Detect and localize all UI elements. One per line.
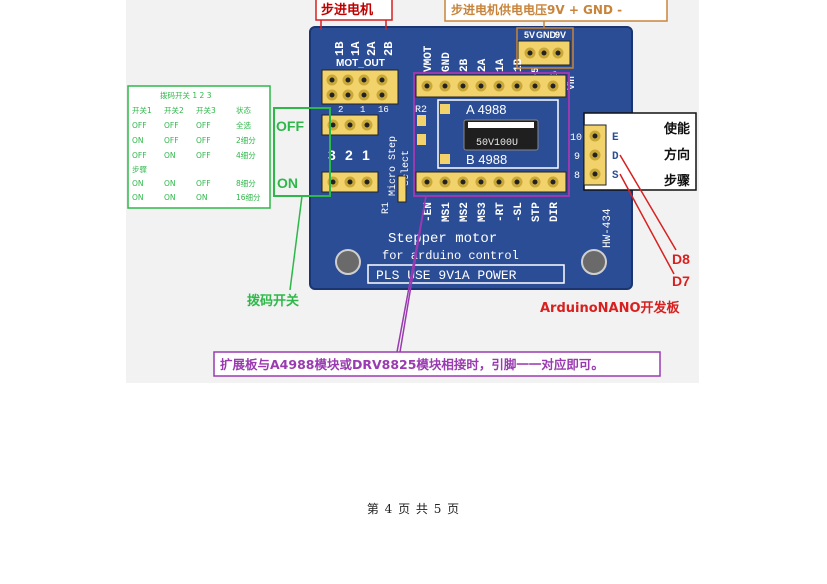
mount-hole	[335, 249, 361, 275]
driver-highlight	[413, 72, 570, 197]
d8-label: D8	[672, 251, 690, 267]
stepper-board: 1B 1A 2A 2B MOT_OUT 5V GND 9V +5 G Vin	[309, 26, 633, 290]
driver-pin-label: -RT	[495, 202, 507, 222]
model-label: HW-434	[602, 208, 614, 248]
board-subtitle: for arduino control	[382, 249, 519, 263]
driver-pin-label: 2A	[477, 58, 489, 72]
dip-table-col: 状态	[236, 105, 251, 115]
dip-cell: 全选	[236, 120, 251, 130]
power-note: PLS USE 9V1A POWER	[376, 268, 517, 283]
power-sign: G	[549, 71, 559, 78]
driver-pin-label: STP	[531, 202, 543, 222]
mount-hole	[581, 249, 607, 275]
dip-cell: OFF	[132, 121, 147, 130]
dip-cell: ON	[196, 193, 208, 202]
driver-pin-label: 1A	[495, 58, 507, 72]
mot-out-pin-label: 2A	[365, 41, 379, 56]
dip-cell: OFF	[196, 136, 211, 145]
chip-label-b: B 4988	[466, 152, 507, 167]
dip-cell: OFF	[164, 136, 179, 145]
mot-out-pin-label: 1B	[333, 42, 347, 56]
on-label: ON	[277, 175, 298, 191]
dip-cell: OFF	[132, 151, 147, 160]
dip-cell: ON	[132, 136, 144, 145]
driver-pin-label: GND	[441, 52, 453, 72]
dip-section-label: 步骤	[132, 165, 147, 174]
dip-cell: 2细分	[236, 135, 256, 145]
board-title: Stepper motor	[388, 231, 497, 247]
driver-pin-label: MS1	[441, 202, 453, 222]
signal-pin-number: 8	[574, 171, 580, 182]
step-label: 步骤	[664, 173, 690, 189]
switch-tag: 2	[338, 105, 343, 115]
power-pin-label: 9V	[555, 30, 566, 40]
signal-pin-label: D	[612, 151, 619, 163]
dip-cell: OFF	[196, 151, 211, 160]
driver-pin-label: DIR	[549, 202, 561, 222]
signal-pin-label: E	[612, 132, 619, 144]
r1-label: R1	[381, 202, 392, 214]
dip-table-col: 开关3	[196, 105, 216, 115]
dip-cell: OFF	[196, 121, 211, 130]
signal-pin-number: 10	[570, 133, 582, 144]
bottom-note-box	[213, 351, 661, 377]
mot-out-label: MOT_OUT	[336, 58, 385, 69]
dip-table-col: 开关2	[164, 105, 184, 115]
chip-label-a: A 4988	[466, 102, 507, 117]
wiring-figure: 1B 1A 2A 2B MOT_OUT 5V GND 9V +5 G Vin	[126, 0, 699, 383]
dip-cell: ON	[164, 193, 176, 202]
capacitor-label: 50V100U	[476, 138, 518, 149]
driver-pin-label: VMOT	[423, 45, 435, 72]
switch-tag: 16	[378, 105, 389, 115]
motor-callout-box	[315, 0, 393, 21]
dip-cell: OFF	[196, 179, 211, 188]
enable-label: 使能	[663, 121, 690, 137]
driver-pin-label: 2B	[459, 58, 471, 72]
driver-pin-label: -EN	[423, 202, 435, 222]
switch-tag: 1	[360, 105, 365, 115]
power-sign: Vin	[566, 76, 576, 90]
driver-pin-label: -SL	[513, 202, 525, 222]
switch-number: 2	[345, 147, 353, 163]
dip-cell: ON	[132, 179, 144, 188]
dip-switch-callout: 拨码开关	[247, 293, 299, 309]
dip-cell: 16细分	[236, 192, 261, 202]
switch-number: 3	[328, 147, 336, 163]
dip-cell: 8细分	[236, 178, 256, 188]
mot-out-pin-label: 1A	[349, 41, 363, 56]
micro-step-label: Micro Step	[387, 136, 399, 196]
driver-pin-label: MS3	[477, 202, 489, 222]
signal-pin-number: 9	[574, 152, 580, 163]
page-number: 第 4 页 共 5 页	[366, 502, 461, 516]
dip-table: 拨码开关 1 2 3 开关1 开关2 开关3 状态 OFF OFF OFF 全选…	[127, 85, 271, 209]
dip-cell: ON	[164, 179, 176, 188]
driver-pin-label: MS2	[459, 202, 471, 222]
mot-out-pin-label: 2B	[382, 42, 396, 56]
power-pin-label: GND	[536, 30, 557, 40]
signal-pin-label: S	[612, 170, 619, 182]
dip-cell: 4细分	[236, 150, 256, 160]
r2-label: R2	[415, 105, 427, 116]
dip-cell: ON	[164, 151, 176, 160]
dip-table-header: 拨码开关 1 2 3	[160, 90, 212, 100]
supply-callout: 步进电机供电电压9V + GND -	[451, 2, 622, 17]
supply-callout-box	[444, 0, 668, 22]
nano-label: ArduinoNANO开发板	[540, 300, 681, 316]
off-label: OFF	[276, 118, 304, 134]
dip-cell: ON	[132, 193, 144, 202]
dip-cell: OFF	[164, 121, 179, 130]
driver-pin-label: 1B	[513, 58, 525, 72]
dip-table-col: 开关1	[132, 105, 152, 115]
power-pin-label: 5V	[524, 30, 535, 40]
bottom-note: 扩展板与A4988模块或DRV8825模块相接时，引脚一一对应即可。	[220, 357, 604, 372]
switch-number: 1	[362, 147, 370, 163]
motor-callout: 步进电机	[321, 2, 373, 18]
d7-label: D7	[672, 273, 690, 289]
direction-label: 方向	[664, 147, 690, 163]
